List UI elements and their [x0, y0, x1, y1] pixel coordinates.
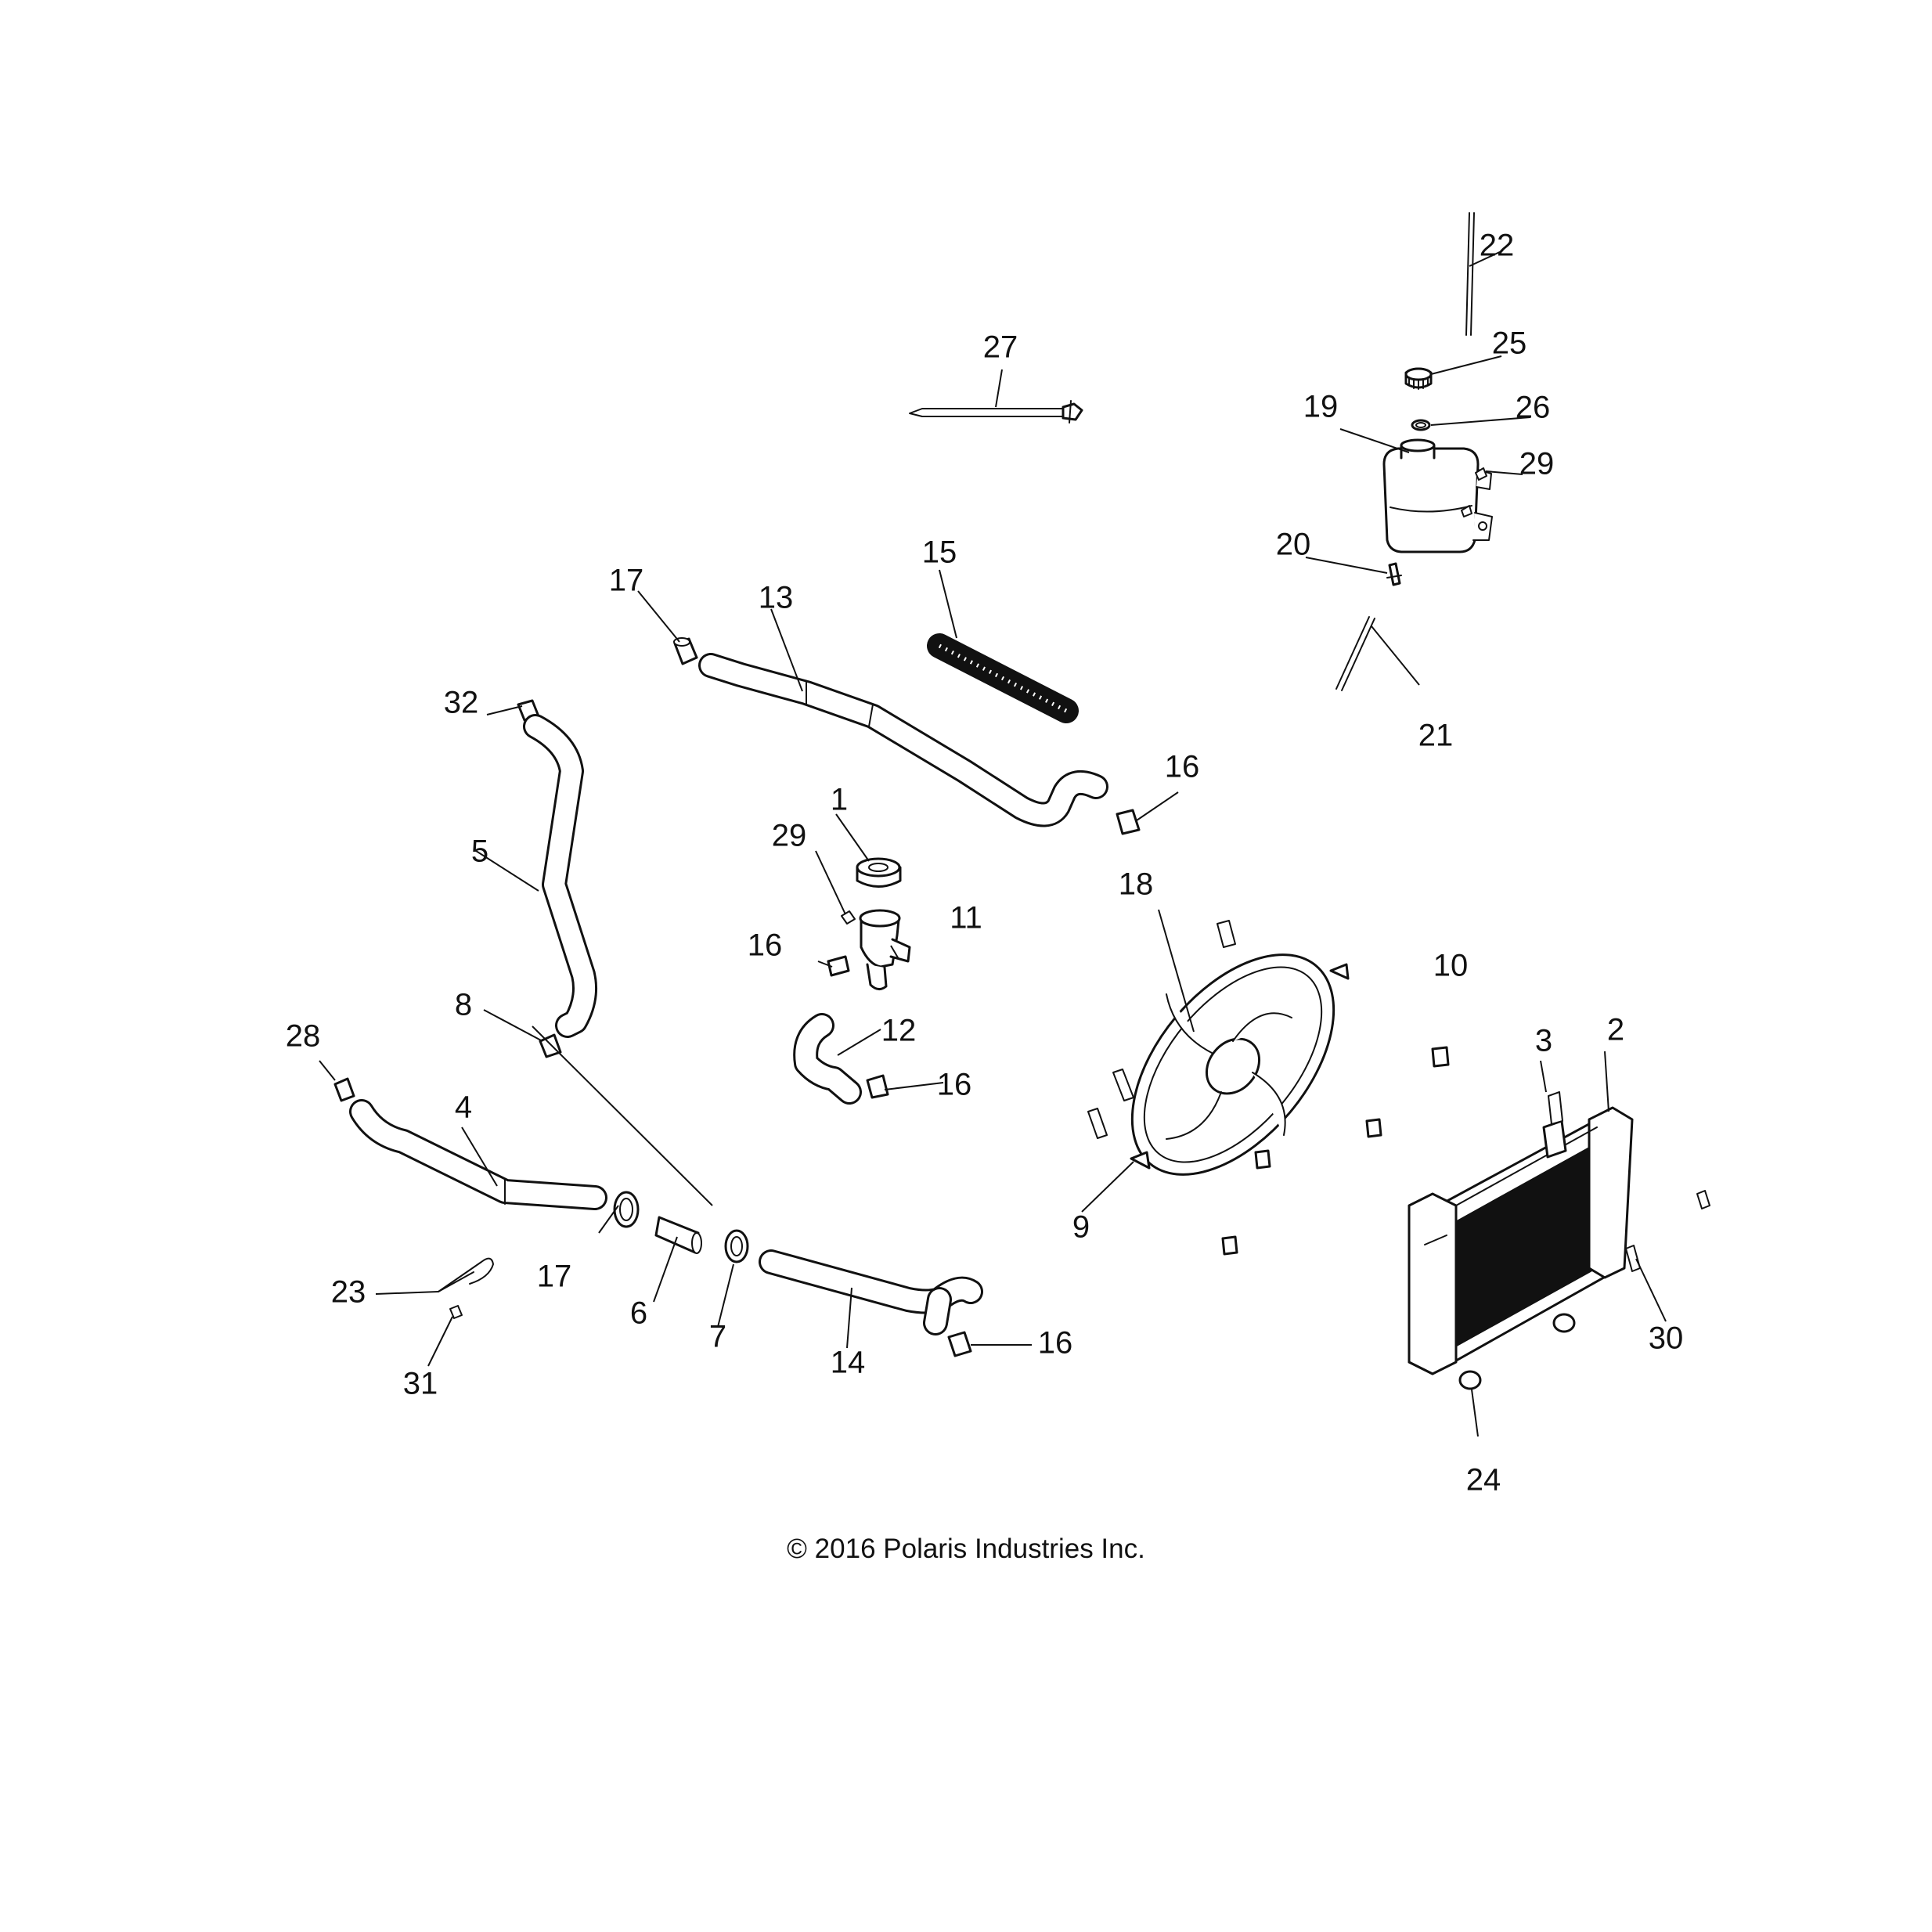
callout-16-a: 16: [1165, 750, 1200, 784]
callout-12: 12: [881, 1014, 917, 1048]
part-16-clamp-13: [1116, 809, 1141, 835]
callout-9: 9: [1072, 1210, 1090, 1245]
callout-31: 31: [403, 1367, 438, 1401]
part-30-screws: [1625, 1190, 1710, 1272]
part-2-radiator: [1408, 1106, 1634, 1375]
part-25-reservoir-cap: [1404, 367, 1433, 390]
callout-2: 2: [1607, 1013, 1624, 1047]
part-17-clamp-top: [673, 637, 698, 665]
callout-14: 14: [831, 1346, 866, 1380]
callout-20: 20: [1276, 528, 1311, 562]
callout-8: 8: [455, 988, 472, 1022]
part-28-plug: [333, 1077, 355, 1102]
part-29-screw-reservoir: [1461, 467, 1487, 517]
callout-29-a: 29: [772, 819, 807, 853]
part-7-clamp: [724, 1229, 749, 1263]
part-1-radiator-cap: [856, 857, 902, 888]
callout-6: 6: [630, 1296, 647, 1331]
part-9-cooling-fan: [1130, 953, 1350, 1176]
part-8-clamp: [539, 1033, 562, 1058]
part-17-clamp-lower: [613, 1191, 640, 1228]
copyright-notice: © 2016 Polaris Industries Inc.: [787, 1534, 1145, 1564]
part-21-overflow-tube: [1335, 616, 1375, 691]
callout-19: 19: [1303, 390, 1339, 424]
part-4-hose: [349, 1099, 607, 1210]
callout-29-b: 29: [1519, 447, 1555, 481]
callout-11: 11: [950, 901, 982, 935]
part-15-protective-sleeve: [927, 633, 1079, 723]
callout-24: 24: [1466, 1463, 1501, 1498]
callout-18: 18: [1119, 867, 1154, 902]
callout-22: 22: [1480, 229, 1515, 263]
callout-17-a: 17: [609, 564, 644, 598]
part-16-clamp-12: [866, 1074, 889, 1099]
part-23-spring-clip: [438, 1257, 494, 1292]
part-16-clamp-11: [827, 955, 850, 977]
callout-5: 5: [471, 834, 488, 869]
callout-21: 21: [1418, 719, 1454, 753]
callout-3: 3: [1535, 1024, 1552, 1058]
part-16-clamp-14: [947, 1331, 972, 1357]
part-10-grommets: [1221, 1046, 1450, 1256]
part-29-screw-filler: [841, 910, 856, 925]
part-11-filler-neck: [859, 909, 911, 990]
part-27-cable-tie: [909, 400, 1083, 424]
part-20-fitting: [1386, 562, 1402, 586]
callout-numbers: 1 2 3 4 5 6 7 8 9 10 11 12 13 14 15 16 1…: [286, 229, 1684, 1498]
callout-23: 23: [331, 1275, 366, 1310]
callout-16-c: 16: [937, 1068, 972, 1102]
callout-30: 30: [1649, 1321, 1684, 1356]
callout-26: 26: [1516, 391, 1551, 425]
part-24-grommets: [1458, 1313, 1576, 1390]
callout-17-b: 17: [537, 1260, 572, 1294]
part-14-lower-hose: [759, 1249, 983, 1335]
part-6-connector-tube: [654, 1216, 702, 1254]
part-3-bracket: [1542, 1091, 1567, 1159]
callout-13: 13: [759, 581, 794, 615]
callout-4: 4: [455, 1090, 472, 1125]
callout-10: 10: [1433, 949, 1469, 983]
callout-16-b: 16: [748, 928, 783, 963]
part-22-vent-tube: [1465, 212, 1475, 336]
callout-1: 1: [831, 783, 848, 817]
part-5-hose: [523, 714, 597, 1038]
callout-28: 28: [286, 1019, 321, 1054]
part-12-hose: [793, 1013, 862, 1105]
callout-25: 25: [1492, 326, 1527, 361]
leader-lines: [319, 250, 1667, 1437]
part-13-upper-hose: [698, 653, 1108, 827]
callout-15: 15: [922, 535, 957, 570]
callout-32: 32: [444, 686, 479, 720]
callout-7: 7: [709, 1320, 726, 1354]
part-19-coolant-reservoir: [1382, 438, 1493, 553]
part-26-o-ring: [1411, 419, 1431, 431]
part-31-screw: [449, 1305, 463, 1319]
callout-16-d: 16: [1038, 1326, 1073, 1361]
callout-27: 27: [983, 330, 1018, 365]
